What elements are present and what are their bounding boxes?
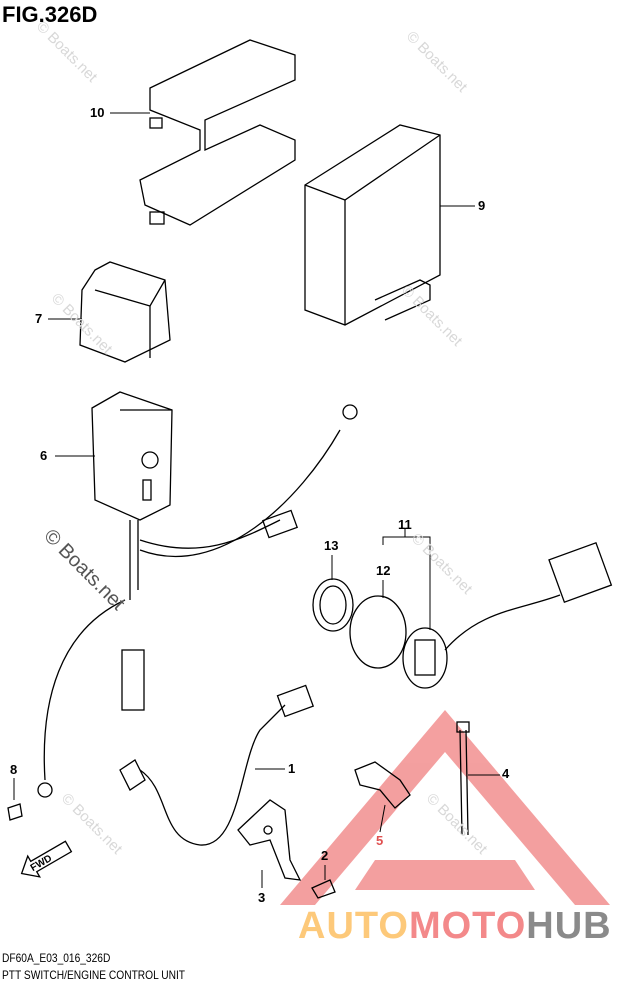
brand-moto: MOTO — [408, 905, 527, 947]
callout-13: 13 — [324, 538, 339, 553]
part-6-switch-harness — [37, 391, 358, 798]
callout-1: 1 — [288, 761, 296, 776]
part-1-lead-wire — [119, 684, 315, 846]
figure-caption: PTT SWITCH/ENGINE CONTROL UNIT — [2, 968, 186, 982]
callout-9: 9 — [478, 198, 486, 213]
part-7-holder — [79, 261, 171, 363]
callout-2: 2 — [321, 848, 329, 863]
part-3-bracket — [237, 799, 302, 881]
leader-lines — [13, 112, 500, 888]
callout-4: 4 — [502, 766, 510, 781]
brand-auto: AUTO — [298, 905, 409, 947]
callout-11: 11 — [398, 517, 412, 532]
part-9-ecu — [304, 124, 441, 326]
figure-code: DF60A_E03_016_326D — [2, 951, 111, 965]
callout-10: 10 — [90, 105, 105, 120]
fwd-arrow-icon — [20, 840, 73, 878]
part-2-screw — [311, 879, 336, 899]
callout-7: 7 — [35, 311, 43, 326]
part-13-ring — [312, 578, 354, 632]
part-11-ptt-switch — [402, 541, 613, 689]
brand-hub: HUB — [526, 905, 612, 947]
automotohub-logo-triangle — [280, 710, 610, 905]
part-8-bolt — [7, 803, 23, 821]
callout-12: 12 — [376, 563, 391, 578]
part-5-clamp — [354, 761, 411, 809]
callout-3: 3 — [258, 890, 266, 905]
automotohub-logo: AUTOMOTOHUB — [298, 905, 612, 948]
callout-6: 6 — [40, 448, 48, 463]
callout-5: 5 — [376, 833, 384, 848]
part-10-cover — [139, 39, 296, 226]
callout-8: 8 — [10, 762, 18, 777]
part-12-o-ring — [349, 595, 407, 669]
part-4-cable-tie — [456, 721, 470, 836]
figure-title: FIG.326D — [2, 2, 98, 27]
